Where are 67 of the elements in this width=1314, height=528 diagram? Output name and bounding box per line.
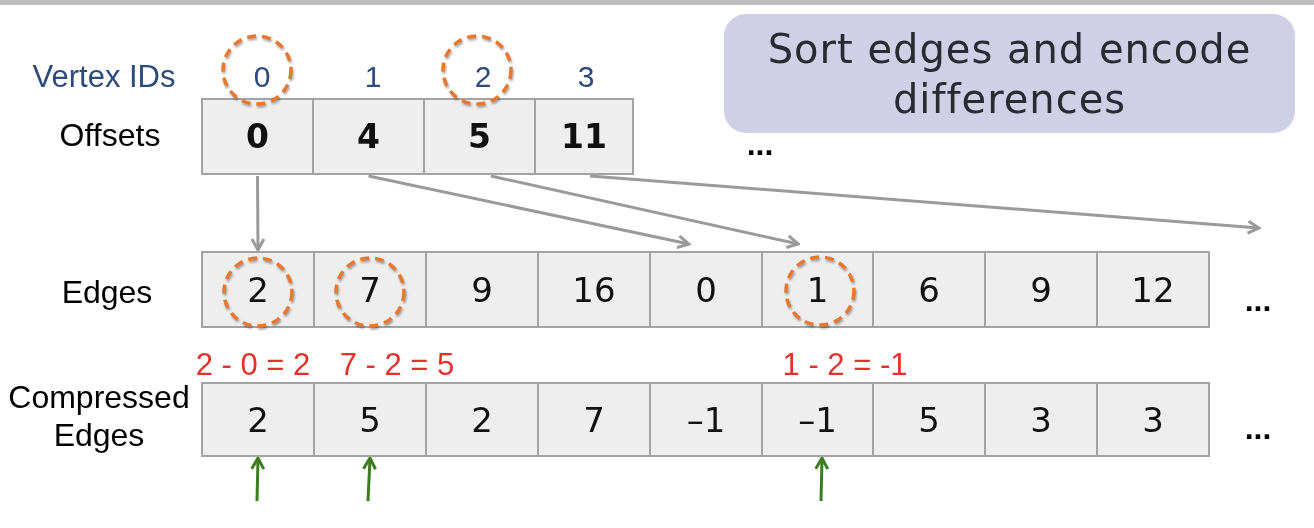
- cell-value: 5: [468, 120, 491, 153]
- array-cell: [201, 251, 315, 328]
- difference-equation: 1 - 2 = -1: [782, 347, 908, 383]
- cell-value: –1: [686, 402, 726, 437]
- arrow: [490, 174, 800, 249]
- vertex-id: 1: [364, 59, 382, 95]
- arrow: [368, 174, 691, 250]
- array-cell: [534, 98, 634, 175]
- cell-value: 12: [1131, 272, 1175, 307]
- arrow: [250, 176, 266, 252]
- array-cell: [425, 382, 539, 457]
- cell-value: 11: [561, 120, 607, 153]
- cell-value: 16: [572, 272, 616, 307]
- cell-value: 3: [1030, 402, 1052, 437]
- vertex-id: 0: [253, 59, 271, 95]
- cell-value: 5: [359, 402, 381, 437]
- array-cell: [313, 382, 427, 457]
- array-cell: [537, 382, 651, 457]
- cell-value: 9: [1030, 272, 1052, 307]
- cell-value: 4: [357, 120, 380, 153]
- array-cell: [537, 251, 651, 328]
- array-cell: [984, 382, 1098, 457]
- difference-equation: 7 - 2 = 5: [339, 347, 455, 383]
- array-cell: [201, 382, 315, 457]
- callout-box: [724, 14, 1295, 133]
- array-cell: [649, 382, 763, 457]
- cell-value: 2: [247, 272, 269, 307]
- arrow: [250, 456, 266, 502]
- cell-value: 0: [695, 272, 717, 307]
- cell-value: –1: [798, 402, 837, 437]
- cell-value: 5: [918, 402, 940, 437]
- array-cell: [984, 251, 1098, 328]
- arrow: [362, 456, 377, 502]
- array-cell: [425, 251, 539, 328]
- array-cell: [313, 251, 427, 328]
- cell-value: 1: [806, 272, 829, 307]
- cell-value: 2: [247, 402, 269, 437]
- array-cell: [201, 98, 314, 175]
- row-label: Compressed Edges: [7, 378, 191, 454]
- array-cell: [872, 382, 986, 457]
- array-cell: [872, 251, 986, 328]
- callout-text: Sort edges and encode differences: [766, 24, 1253, 124]
- ellipsis: ...: [1244, 409, 1272, 447]
- difference-equation: 2 - 0 = 2: [195, 347, 311, 383]
- cell-value: 2: [471, 402, 493, 437]
- arrow: [589, 174, 1261, 235]
- vertex-id: 2: [474, 59, 492, 95]
- row-label: Vertex IDs: [32, 59, 176, 95]
- cell-value: 6: [918, 272, 940, 307]
- array-cell: [649, 251, 763, 328]
- row-label: Offsets: [59, 116, 161, 154]
- array-cell: [761, 251, 874, 328]
- row-label: Edges: [61, 273, 153, 311]
- cell-value: 9: [471, 272, 493, 307]
- cell-value: 7: [583, 402, 605, 437]
- ellipsis: ...: [746, 125, 774, 163]
- array-cell: [1096, 251, 1210, 328]
- array-cell: [1096, 382, 1210, 457]
- array-cell: [423, 98, 536, 175]
- array-cell: [312, 98, 425, 175]
- cell-value: 0: [246, 120, 269, 153]
- array-cell: [761, 382, 874, 457]
- arrow: [814, 456, 830, 502]
- cell-value: 7: [359, 272, 381, 307]
- vertex-id: 3: [577, 59, 595, 95]
- ellipsis: ...: [1244, 281, 1272, 319]
- cell-value: 3: [1142, 402, 1164, 437]
